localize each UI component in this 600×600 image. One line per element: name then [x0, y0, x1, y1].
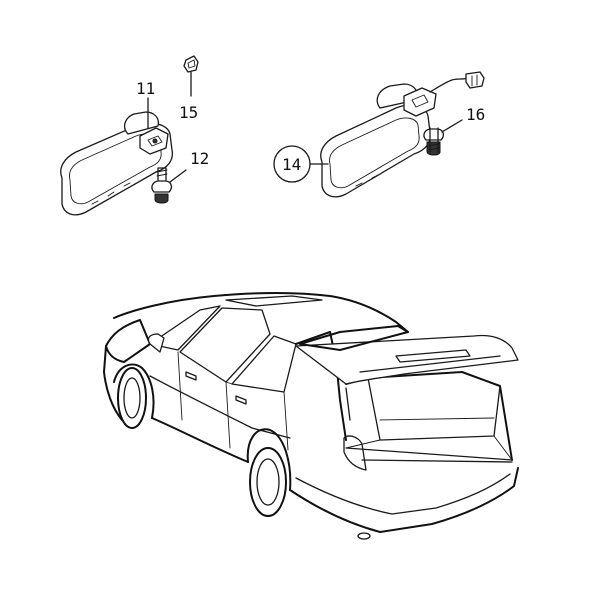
pad-part-15	[183, 55, 199, 97]
mirror-plain-part	[60, 111, 174, 216]
callout-14: 14	[282, 155, 301, 174]
screw-part-12	[151, 167, 187, 204]
mirror-wired-part	[320, 71, 485, 198]
callout-circle-14	[273, 145, 329, 183]
callout-11: 11	[136, 79, 155, 98]
callout-12: 12	[190, 149, 209, 168]
screw-part-16	[423, 119, 463, 156]
car-illustration	[103, 292, 519, 540]
callout-16: 16	[466, 105, 485, 124]
callout-15: 15	[179, 103, 198, 122]
